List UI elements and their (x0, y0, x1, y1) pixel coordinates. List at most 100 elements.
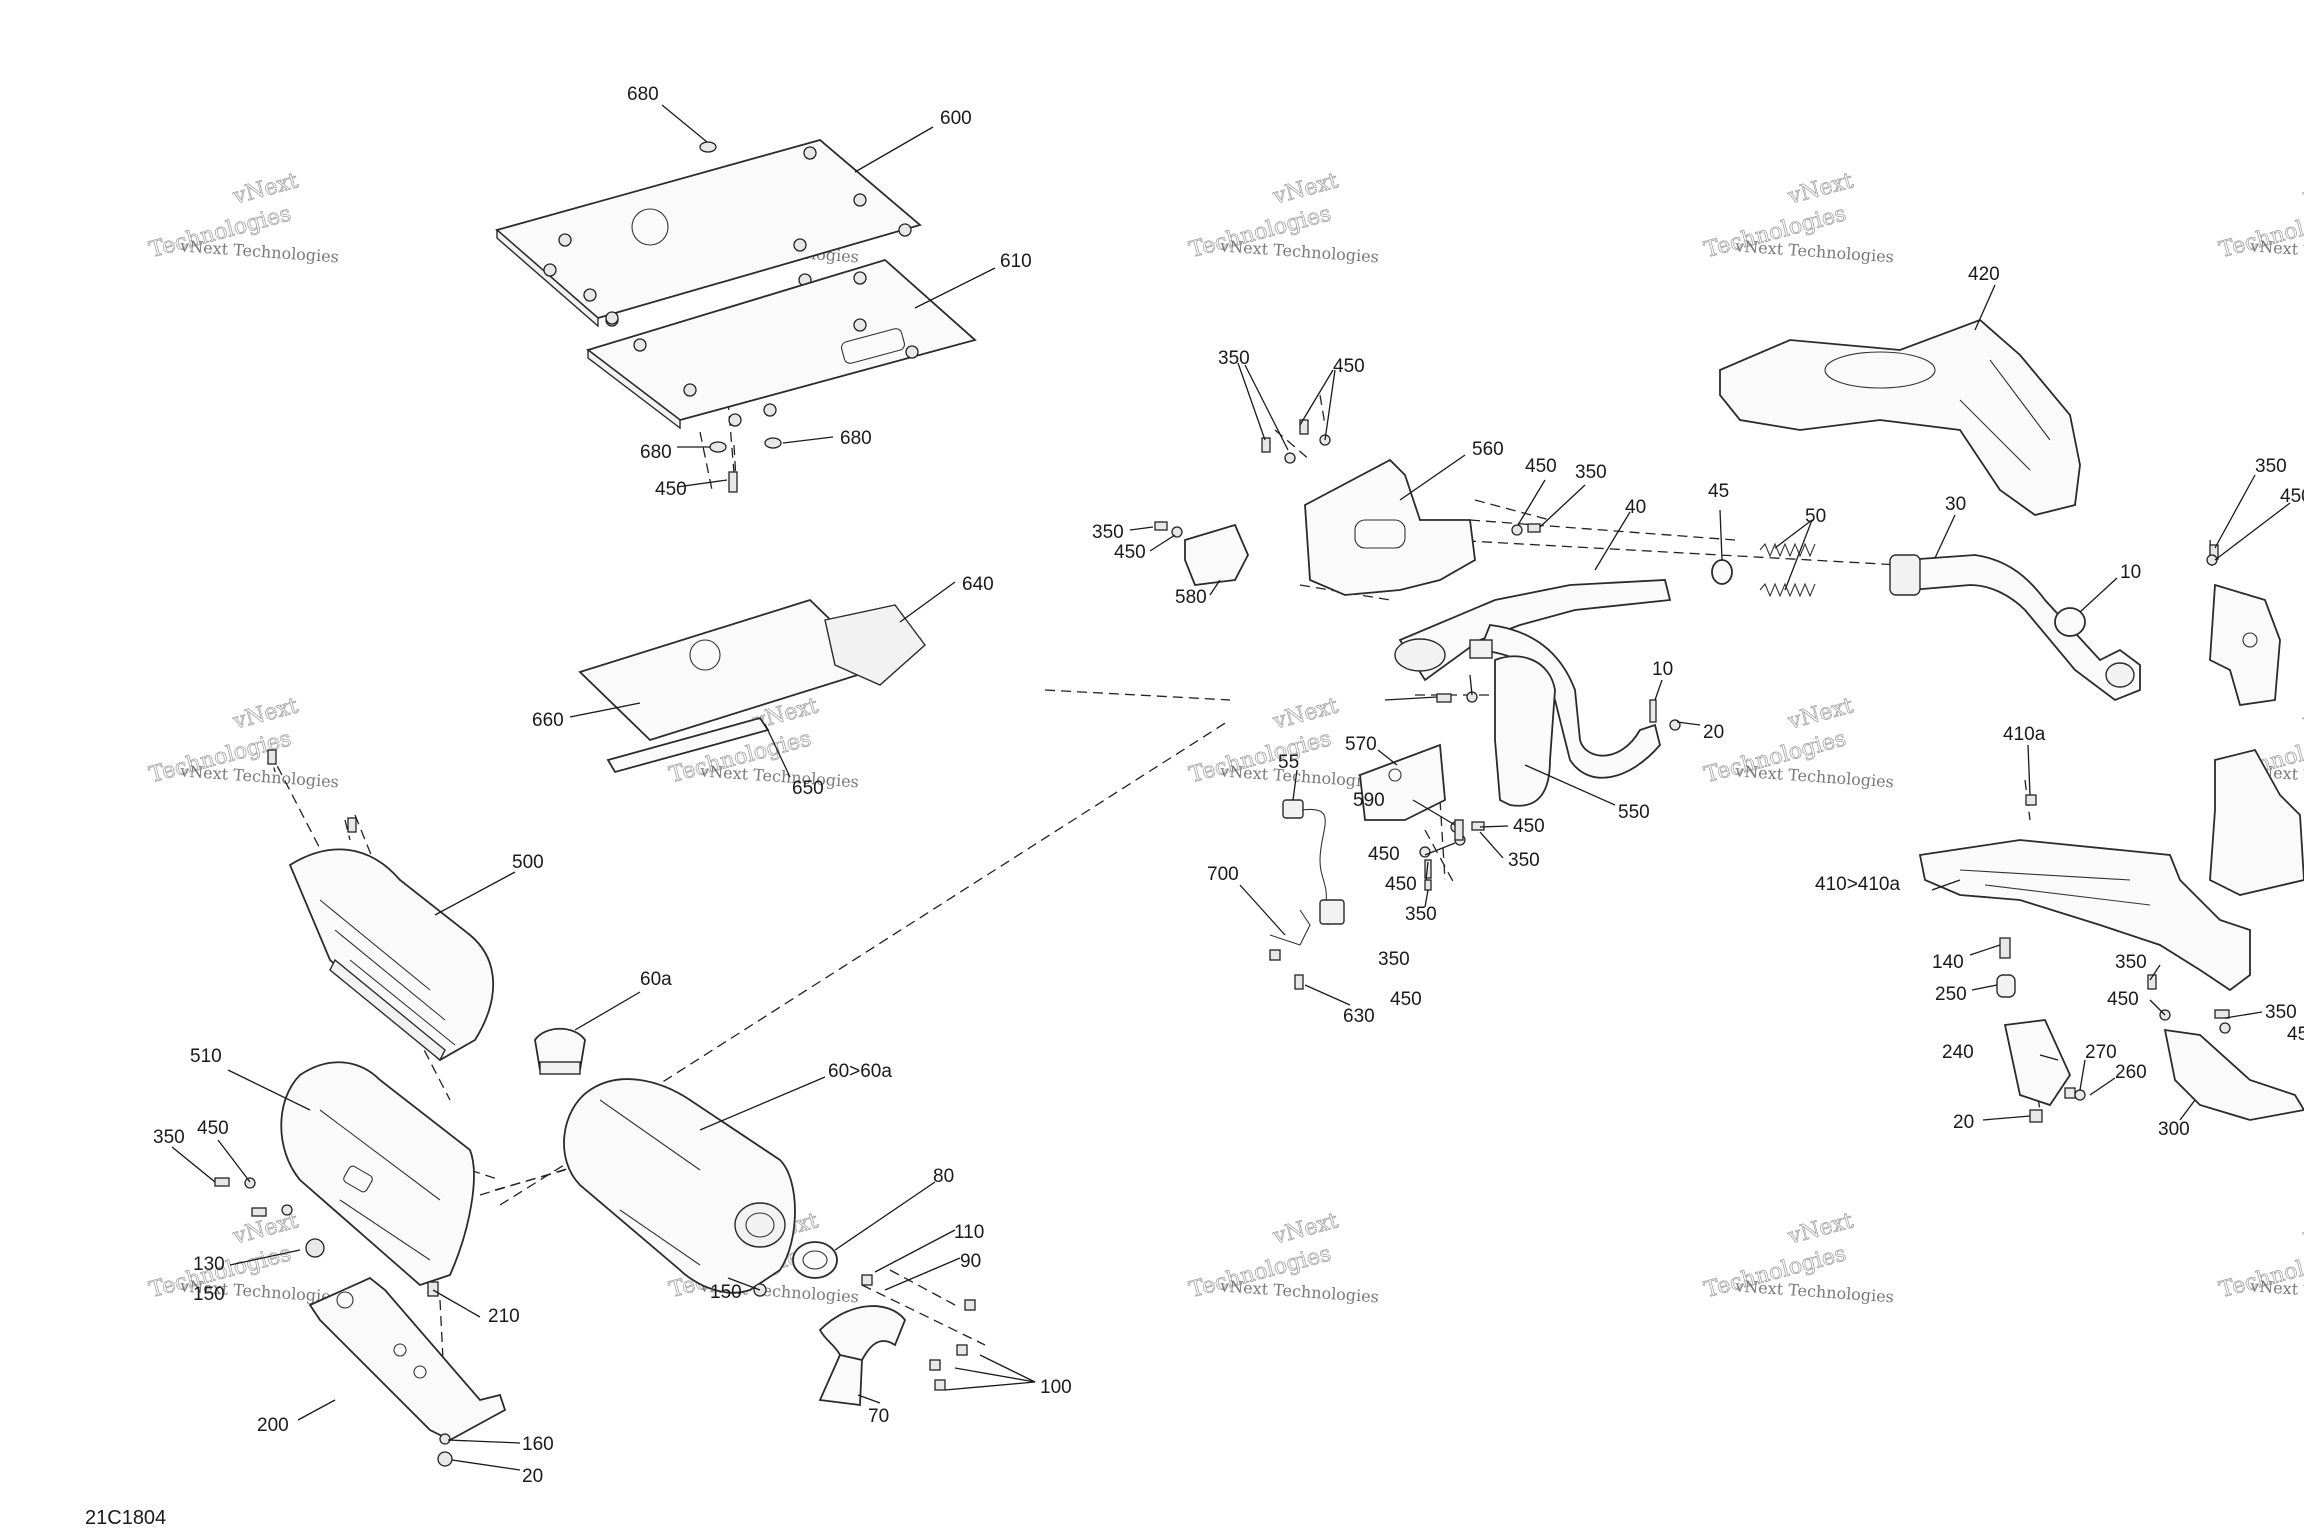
callout-label: 130 (193, 1254, 225, 1275)
callout-label: 50 (1805, 506, 1826, 527)
parts (214, 139, 2304, 1467)
callout-label: 60>60a (828, 1061, 892, 1082)
part-240-bracket (2003, 1019, 2072, 1107)
callout-label: 680 (640, 442, 672, 463)
callout-label: 210 (488, 1306, 520, 1327)
callout-label: 420 (1968, 264, 2000, 285)
watermark-small: vNext Technologies (1219, 1276, 1380, 1306)
callout-label: 350 (1405, 904, 1437, 925)
callout-label: 100 (1040, 1377, 1072, 1398)
callout-label: 270 (2085, 1042, 2117, 1063)
callout-label: 45 (2287, 1024, 2304, 1045)
watermark-line1: vNext (2300, 1208, 2304, 1250)
watermark-line1: vNext (1785, 1208, 1856, 1250)
watermark-small: vNext Technologies (1734, 1276, 1895, 1306)
part-300-bracket (2163, 1028, 2304, 1121)
callout-label: 450 (1385, 874, 1417, 895)
watermark-line1: vNext (1270, 1208, 1341, 1250)
callout-label: 350 (1575, 462, 1607, 483)
part-550-shield (1494, 655, 1556, 807)
callout-label: 10 (1652, 659, 1673, 680)
callout-label: 450 (1368, 844, 1400, 865)
part-200-bracket (308, 1276, 507, 1442)
callout-label: 10 (2120, 562, 2141, 583)
part-600-plate (495, 139, 922, 328)
callout-label: 680 (840, 428, 872, 449)
callout-label: 300 (2158, 1119, 2190, 1140)
callout-label: 600 (940, 108, 972, 129)
callout-label: 20 (1953, 1112, 1974, 1133)
part-420-shield (1719, 318, 2081, 516)
callout-label: 160 (522, 1434, 554, 1455)
watermark-small: vNext Technologies (2249, 236, 2304, 266)
callout-label: 550 (1618, 802, 1650, 823)
watermark-small: vNext Technologies (179, 236, 340, 266)
callout-label: 660 (532, 710, 564, 731)
part-45-grommet (1711, 559, 1733, 585)
part-50-springs (1759, 542, 1816, 598)
callout-label: 450 (655, 479, 687, 500)
part-640-660-650 (578, 598, 926, 774)
callout-label: 650 (792, 778, 824, 799)
part-680-nuts (699, 141, 782, 493)
part-30-pipe (1889, 554, 2141, 702)
part-80-ring (792, 1241, 838, 1279)
callout-label: 510 (190, 1046, 222, 1067)
callout-label: 150 (710, 1282, 742, 1303)
part-60a-clamp (534, 1027, 586, 1075)
callout-label: 570 (1345, 734, 1377, 755)
callout-label: 590 (1353, 790, 1385, 811)
callout-label: 450 (1114, 542, 1146, 563)
callout-label: 350 (1218, 348, 1250, 369)
callout-label: 150 (193, 1284, 225, 1305)
watermark-small: vNext Technologies (1734, 761, 1895, 791)
callout-label: 55 (1278, 752, 1299, 773)
part-560-shield (1304, 458, 1476, 596)
drawing-code: 21C1804 (85, 1507, 166, 1529)
part-580-bracket (1184, 523, 1249, 586)
callout-label: 580 (1175, 587, 1207, 608)
callout-labels: 680 600 610 680 680 450 640 660 650 500 … (153, 84, 2304, 1487)
callout-label: 240 (1942, 1042, 1974, 1063)
callout-label: 350 (1508, 850, 1540, 871)
callout-label: 45 (1708, 481, 1729, 502)
callout-label: 30 (1945, 494, 1966, 515)
callout-label: 450 (1513, 816, 1545, 837)
callout-label: 450 (1333, 356, 1365, 377)
callout-label: 350 (1092, 522, 1124, 543)
fasteners (214, 419, 2231, 1467)
callout-label: 70 (868, 1406, 889, 1427)
part-55-sensor (1269, 799, 1345, 946)
callout-label: 410>410a (1815, 874, 1900, 895)
callout-label: 450 (1390, 989, 1422, 1010)
part-500-heatshield (288, 848, 495, 1062)
watermark-line1: vNext (1270, 168, 1341, 210)
watermark-line1: vNext (230, 168, 301, 210)
part-610-plate (586, 258, 977, 430)
watermark-small: vNext Technologies (2249, 1276, 2304, 1306)
callout-label: 200 (257, 1415, 289, 1436)
watermark-line1: vNext (2300, 168, 2304, 210)
callout-label: 350 (2265, 1002, 2297, 1023)
watermark-line1: vNext (1785, 693, 1856, 735)
part-upright-bracket (2209, 748, 2304, 896)
callout-label: 40 (1625, 497, 1646, 518)
watermark-line1: vNext (1270, 693, 1341, 735)
watermark-line1: vNext (1785, 168, 1856, 210)
watermark-small: vNext Technologies (699, 761, 860, 791)
callout-label: 560 (1472, 439, 1504, 460)
callout-label: 450 (197, 1118, 229, 1139)
callout-label: 450 (2280, 486, 2304, 507)
watermark-line1: vNext (230, 693, 301, 735)
part-510-heatshield (280, 1061, 475, 1287)
callout-label: 410a (2003, 724, 2046, 745)
callout-label: 90 (960, 1251, 981, 1272)
callout-label: 350 (2255, 456, 2287, 477)
callout-label: 500 (512, 852, 544, 873)
callout-label: 630 (1343, 1006, 1375, 1027)
watermark-small: vNext Technologies (1734, 236, 1895, 266)
callout-label: 140 (1932, 952, 1964, 973)
part-10-gasket (2054, 607, 2086, 637)
callout-label: 700 (1207, 864, 1239, 885)
